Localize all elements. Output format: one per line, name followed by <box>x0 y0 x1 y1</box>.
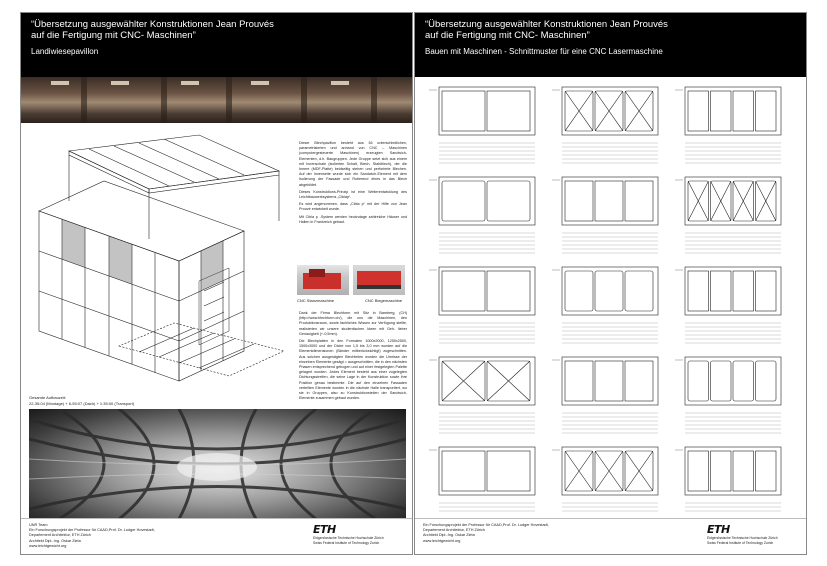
laser-cutting-patterns <box>429 86 782 512</box>
footer-credits: Ein Forschungsprojekt der Professur für … <box>423 523 549 543</box>
eth-logo: ETH <box>707 523 730 536</box>
poster-footer: Ein Forschungsprojekt der Professur für … <box>415 518 806 554</box>
cutting-sheet <box>429 86 536 164</box>
machine-caption: CNC Stanzmaschine <box>297 298 335 303</box>
cutting-sheet <box>675 266 782 344</box>
poster-title: “Übersetzung ausgewählter Konstruktionen… <box>31 19 274 41</box>
poster-right: “Übersetzung ausgewählter Konstruktionen… <box>414 12 807 555</box>
cutting-sheet <box>552 446 659 512</box>
punching-machine-photo <box>297 265 349 295</box>
cutting-sheet <box>675 86 782 164</box>
poster-header: “Übersetzung ausgewählter Konstruktionen… <box>415 13 806 77</box>
cutting-sheet <box>552 356 659 434</box>
cutting-sheet <box>675 176 782 254</box>
cutting-sheet <box>675 356 782 434</box>
pavilion-interior-panorama <box>29 409 406 519</box>
machine-caption: CNC Biegemaschine <box>365 298 403 303</box>
description-paragraph: Dieses Konstruktions-Prinzip ist eine We… <box>299 189 407 200</box>
cutting-sheet <box>429 266 536 344</box>
description-paragraph: Es wird angenommen, dass „Cibla p“ mit d… <box>299 202 407 212</box>
eth-institution-text: Eidgenössische Technische Hochschule Zür… <box>313 536 384 545</box>
cutting-sheet <box>429 176 536 254</box>
production-text: Dank der Firma Blechform mit Sitz in Bam… <box>299 311 407 401</box>
description-text: Dieser Blechpavillon besteht aus 36 unte… <box>299 141 407 225</box>
poster-header: “Übersetzung ausgewählter Konstruktionen… <box>21 13 412 77</box>
assembly-time-caption: Gesamte Aufbauzeit: 22-35:04 (Montage) +… <box>29 395 135 406</box>
pavilion-exploded-drawing <box>38 134 285 382</box>
cutting-sheet <box>552 266 659 344</box>
footer-credits: UNR Team Ein Forschungsprojekt der Profe… <box>29 523 155 548</box>
description-paragraph: Dieser Blechpavillon besteht aus 36 unte… <box>299 141 407 187</box>
production-paragraph: Die Blechplatten in den Formaten 1000x20… <box>299 339 407 401</box>
workshop-panorama-photo <box>21 77 412 123</box>
bending-machine-photo <box>353 265 405 295</box>
poster-left: “Übersetzung ausgewählter Konstruktionen… <box>20 12 413 555</box>
description-paragraph: Mit Cibla p -System werden heutzutage za… <box>299 214 407 224</box>
cutting-sheet <box>675 446 782 512</box>
eth-logo: ETH <box>313 523 336 536</box>
eth-institution-text: Eidgenössische Technische Hochschule Zür… <box>707 536 778 545</box>
cutting-sheet <box>552 176 659 254</box>
cutting-sheet <box>552 86 659 164</box>
poster-title: “Übersetzung ausgewählter Konstruktionen… <box>425 19 668 41</box>
poster-footer: UNR Team Ein Forschungsprojekt der Profe… <box>21 518 412 554</box>
cutting-sheet <box>429 446 536 512</box>
cutting-sheet <box>429 356 536 434</box>
poster-subtitle: Bauen mit Maschinen - Schnittmuster für … <box>425 47 663 56</box>
production-paragraph: Dank der Firma Blechform mit Sitz in Bam… <box>299 311 407 336</box>
poster-subtitle: Landiwiesepavillon <box>31 47 99 56</box>
